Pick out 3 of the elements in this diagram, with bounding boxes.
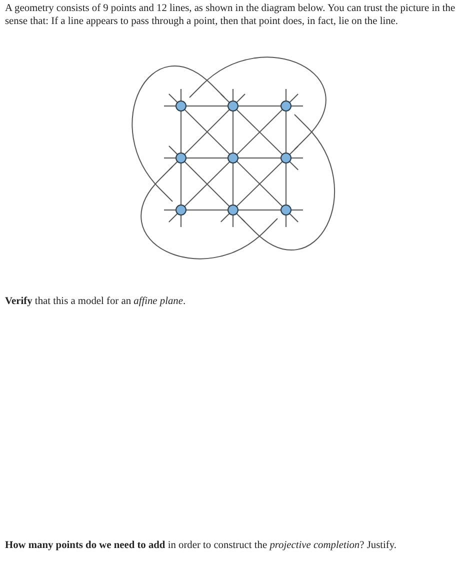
intro-paragraph: A geometry consists of 9 points and 12 lines, as shown in the diagram below. You can trust the picture in the sense that: If a line appears to pass through a point, then that point does, in fact, lie on the line. xyxy=(5,3,456,28)
question-text: Verify that this a model for an affine plane. xyxy=(5,296,187,308)
question-text: How many points do we need to add in order to construct the projective completion? Justify. xyxy=(5,540,398,552)
